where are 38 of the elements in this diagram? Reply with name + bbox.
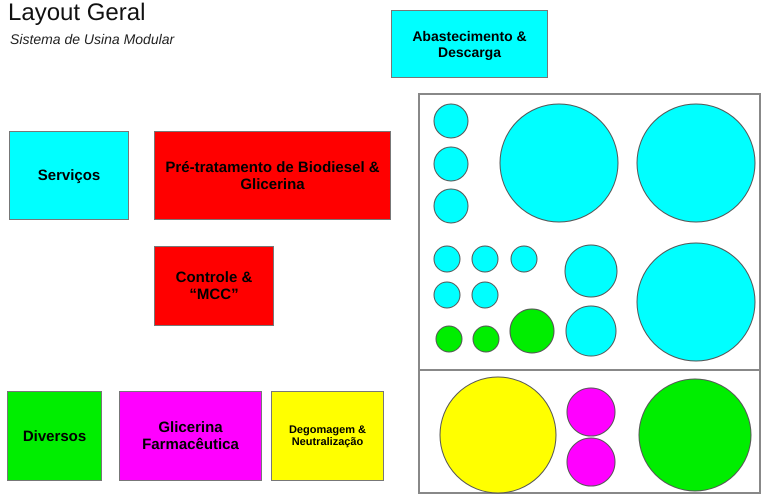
area-box (154, 246, 274, 326)
area-label: Degomagem & Neutralização (288, 424, 368, 448)
tank-circle (472, 325, 500, 353)
area-box (7, 391, 102, 481)
area-box (119, 391, 262, 481)
area-box (271, 391, 384, 481)
area-label: Pré-tratamento de Biodiesel & Glicerina (164, 158, 381, 192)
area-box (154, 131, 391, 220)
tank-circle (471, 245, 499, 273)
tank-circle (471, 281, 499, 309)
title: Layout Geral (8, 0, 146, 26)
tank-circle (636, 242, 756, 362)
tank-circle (439, 376, 557, 494)
area-label: Glicerina Farmacêutica (141, 419, 240, 453)
tank-circle (509, 308, 555, 354)
area-label: Abastecimento & Descarga (411, 28, 528, 60)
tank-circle (638, 378, 752, 492)
subtitle: Sistema de Usina Modular (10, 31, 174, 47)
tank-circle (564, 244, 618, 298)
area-box (391, 10, 548, 78)
tank-circle (565, 305, 617, 357)
tank-circle (435, 325, 463, 353)
area-box (9, 131, 129, 220)
tank-area-frame (418, 369, 761, 494)
tank-area-frame (418, 93, 761, 371)
tank-circle (433, 188, 469, 224)
tank-circle (499, 103, 619, 223)
tank-circle (510, 245, 538, 273)
tank-circle (433, 146, 469, 182)
tank-circle (433, 281, 461, 309)
area-label: Controle & “MCC” (174, 269, 254, 303)
area-label: Diversos (22, 428, 86, 444)
tank-circle (636, 103, 756, 223)
area-label: Serviços (38, 167, 100, 184)
tank-circle (566, 387, 616, 437)
tank-circle (433, 103, 469, 139)
tank-circle (433, 245, 461, 273)
tank-circle (566, 437, 616, 487)
